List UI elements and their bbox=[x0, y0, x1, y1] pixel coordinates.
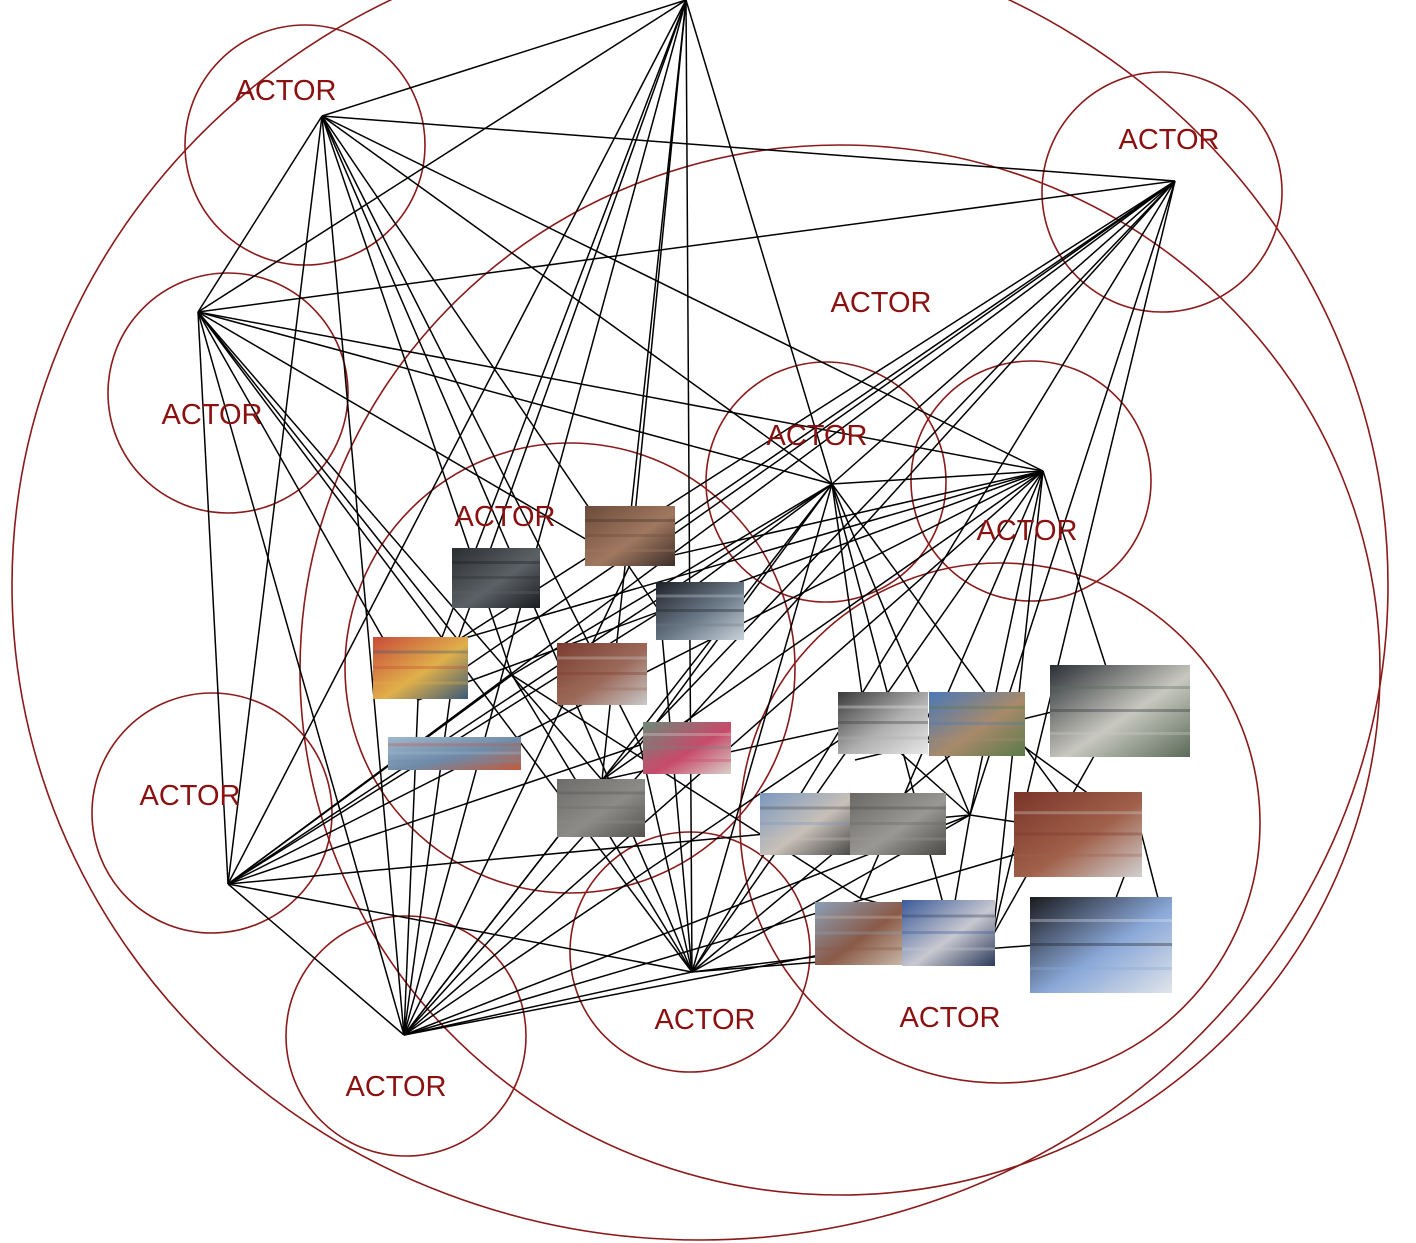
link-B-cluster-4 bbox=[197, 311, 419, 701]
photo-timber-facade bbox=[850, 793, 946, 855]
photo-graffiti-tyres bbox=[373, 637, 468, 699]
photo-open-garage bbox=[1050, 665, 1190, 757]
actor-top-left-ring bbox=[184, 24, 426, 266]
link-T-Dn bbox=[403, 0, 687, 1036]
photo-canal-houses bbox=[815, 902, 903, 965]
outer-boundary-ring bbox=[11, 0, 1389, 1241]
link-T-cluster-6 bbox=[457, 0, 687, 641]
link-E-cluster-3 bbox=[659, 611, 693, 973]
link-E-cluster-5 bbox=[639, 744, 693, 973]
photo-apartment-blocks bbox=[929, 692, 1025, 756]
actor-right-middle-label: ACTOR bbox=[977, 515, 1078, 547]
actor-bottom-left-ring bbox=[285, 915, 527, 1157]
photo-brick-wall bbox=[557, 643, 647, 705]
photo-corridor-interior bbox=[656, 582, 744, 640]
link-T-B bbox=[197, 0, 687, 313]
photo-street-parking bbox=[760, 793, 850, 855]
link-F-G bbox=[831, 180, 1176, 485]
link-F-cluster-0 bbox=[629, 180, 1176, 566]
actor-bottom-right-ring bbox=[739, 562, 1261, 1084]
link-B-Dn bbox=[197, 311, 405, 1036]
actor-rings-group bbox=[11, 0, 1389, 1241]
actor-center-photos-label: ACTOR bbox=[455, 501, 556, 533]
actor-bottom-center-label: ACTOR bbox=[655, 1004, 756, 1036]
link-A-C bbox=[227, 115, 323, 885]
link-F-cluster-6 bbox=[457, 180, 1176, 641]
actor-labels-group: ACTOR ACTOR ACTOR ACTOR ACTOR ACTOR ACTOR ACTOR… bbox=[140, 75, 1220, 1103]
link-A-G bbox=[321, 115, 833, 485]
photo-collage-group bbox=[373, 506, 1190, 993]
link-H-I bbox=[969, 470, 1044, 816]
actor-left-lower-label: ACTOR bbox=[140, 780, 241, 812]
link-G-right-0 bbox=[831, 483, 867, 723]
link-Dn-right-3 bbox=[403, 832, 1089, 1036]
photo-market-stall bbox=[643, 722, 731, 774]
actor-top-right-ring bbox=[1041, 71, 1283, 313]
link-B-F bbox=[197, 180, 1176, 313]
actor-top-left-label: ACTOR bbox=[236, 75, 337, 107]
link-T-G bbox=[685, 0, 833, 485]
link-F-cluster-4 bbox=[417, 180, 1176, 701]
actor-top-right-label: ACTOR bbox=[1119, 124, 1220, 156]
link-B-H bbox=[197, 311, 1044, 472]
link-F-C bbox=[227, 180, 1176, 885]
actor-left-lower-ring bbox=[91, 692, 333, 934]
actor-center-photos-ring bbox=[344, 442, 796, 894]
link-Dn-right-0 bbox=[403, 721, 867, 1036]
photo-black-white-crowd bbox=[838, 692, 928, 754]
actor-bottom-left-label: ACTOR bbox=[346, 1071, 447, 1103]
link-A-Dn bbox=[321, 115, 405, 1036]
actor-bottom-right-label: ACTOR bbox=[900, 1002, 1001, 1034]
link-F-Dn bbox=[403, 180, 1176, 1036]
photo-rusty-chains bbox=[585, 506, 675, 566]
link-A-cluster-5 bbox=[321, 115, 641, 746]
link-B-cluster-2 bbox=[197, 311, 603, 781]
link-B-cluster-0 bbox=[197, 311, 631, 566]
link-T-cluster-0 bbox=[629, 0, 687, 566]
actor-left-upper-label: ACTOR bbox=[162, 399, 263, 431]
link-G-E bbox=[691, 483, 833, 973]
link-B-cluster-6 bbox=[197, 311, 459, 641]
link-A-F bbox=[321, 115, 1176, 182]
link-A-B bbox=[197, 115, 323, 313]
link-F-cluster-2 bbox=[601, 180, 1176, 781]
link-A-H bbox=[321, 115, 1044, 472]
link-Dn-cluster-6 bbox=[403, 639, 459, 1036]
photo-wooden-planks bbox=[557, 779, 645, 837]
link-T-E bbox=[685, 0, 693, 973]
link-C-Dn bbox=[227, 883, 405, 1036]
link-T-C bbox=[227, 0, 687, 885]
link-C-cluster-1 bbox=[227, 674, 513, 885]
link-H-cluster-6 bbox=[457, 470, 1044, 641]
photo-brick-grey-wall bbox=[1014, 792, 1142, 877]
actor-center-right-label: ACTOR bbox=[767, 420, 868, 452]
link-T-A bbox=[321, 0, 687, 117]
photo-harbour-skyline bbox=[388, 737, 521, 770]
link-G-right-3 bbox=[831, 483, 1089, 834]
photo-canal-apartments bbox=[902, 900, 995, 966]
link-G-H bbox=[831, 470, 1044, 485]
actor-right-middle-ring bbox=[910, 360, 1152, 602]
link-Dn-E bbox=[403, 971, 693, 1036]
link-G-C bbox=[227, 483, 833, 885]
link-cluster-bridge-2 bbox=[511, 674, 861, 899]
link-B-C bbox=[197, 311, 229, 885]
link-C-E bbox=[227, 883, 693, 973]
photo-dark-metal bbox=[452, 548, 540, 608]
link-G-I bbox=[831, 483, 971, 816]
actor-inner-large-label: ACTOR bbox=[831, 287, 932, 319]
photo-stair-bridge bbox=[1030, 897, 1172, 993]
actor-left-upper-ring bbox=[107, 272, 349, 514]
actor-bottom-center-ring bbox=[569, 831, 811, 1073]
